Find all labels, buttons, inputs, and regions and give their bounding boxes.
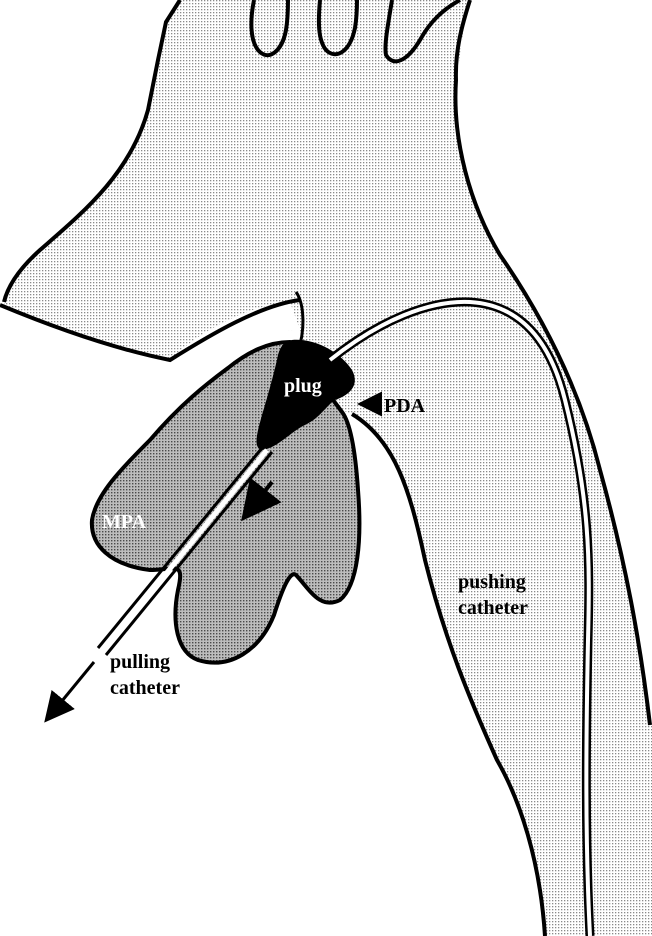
plug-label: plug [284,375,322,397]
pushing-label-line2: catheter [458,597,528,619]
pushing-label-line1: pushing [458,571,526,593]
pulling-label-line2: catheter [110,677,180,699]
pulling-label-line1: pulling [110,651,170,673]
pda-label: PDA [384,395,426,417]
mpa-label: MPA [102,511,147,533]
